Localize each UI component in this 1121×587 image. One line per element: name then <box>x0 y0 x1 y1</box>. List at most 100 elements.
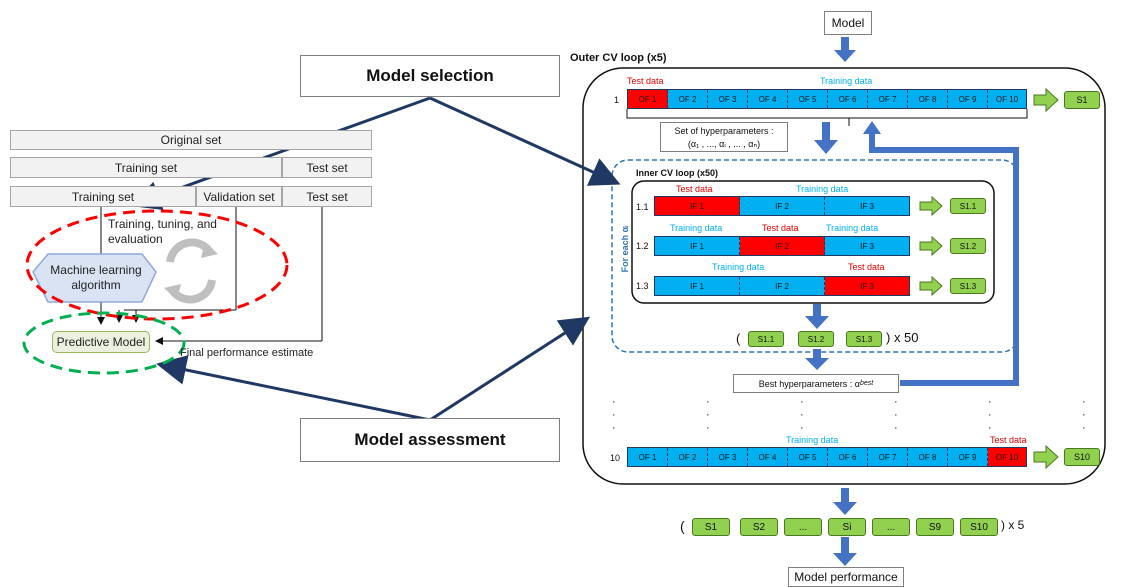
inner-2-training-label-a: Training data <box>670 223 723 233</box>
outer-fold-7: OF 7 <box>868 90 908 108</box>
final-result-2: S2 <box>740 518 778 536</box>
original-set-bar: Original set <box>10 130 372 150</box>
outer-cv-loop-frame <box>582 67 1106 485</box>
outer-test-data-label: Test data <box>627 76 664 86</box>
inner-row-2: IF 1 IF 2 IF 3 <box>654 236 910 256</box>
inner-row-3: IF 1 IF 2 IF 3 <box>654 276 910 296</box>
inner-1-fold-2: IF 2 <box>740 197 825 215</box>
outer-fold-1: OF 1 <box>628 90 668 108</box>
best-hyperparameters-label: Best hyperparameters : α <box>758 378 860 389</box>
final-result-4: Si <box>828 518 866 536</box>
model-label: Model <box>831 16 865 30</box>
inner-2-training-label-b: Training data <box>826 223 879 233</box>
outer-training-data-label: Training data <box>820 76 873 86</box>
result-s1-1: S1.1 <box>950 198 986 214</box>
validation-set-label: Validation set <box>203 189 275 204</box>
outer-row-1-index: 1 <box>614 95 620 105</box>
outer-10-fold-3: OF 3 <box>708 448 748 466</box>
inner-2-fold-2: IF 2 <box>740 237 825 255</box>
final-open-paren: ( <box>680 518 685 534</box>
inner-1-fold-1: IF 1 <box>655 197 740 215</box>
outer-row-10-index: 10 <box>610 453 621 463</box>
final-performance-estimate: Final performance estimate <box>180 347 314 359</box>
model-selection-label: Model selection <box>366 66 494 85</box>
inner-row-1-index: 1.1 <box>636 202 649 212</box>
inner-3-test-label: Test data <box>848 262 885 272</box>
predictive-model-box: Predictive Model <box>52 331 150 353</box>
result-s1-2: S1.2 <box>950 238 986 254</box>
outer-10-training-label: Training data <box>786 435 839 445</box>
outer-row-1: OF 1 OF 2 OF 3 OF 4 OF 5 OF 6 OF 7 OF 8 … <box>627 89 1027 109</box>
outer-fold-6: OF 6 <box>828 90 868 108</box>
test-set-bar-2: Test set <box>282 186 372 207</box>
model-performance-label: Model performance <box>794 570 898 584</box>
inner-loop-title: Inner CV loop (x50) <box>636 168 719 178</box>
outer-10-fold-8: OF 8 <box>908 448 948 466</box>
ml-algorithm-hexagon <box>32 253 157 303</box>
training-set-label-2: Training set <box>71 189 135 204</box>
final-result-7: S10 <box>960 518 998 536</box>
outer-10-fold-6: OF 6 <box>828 448 868 466</box>
outer-10-fold-7: OF 7 <box>868 448 908 466</box>
collect-s1-3: S1.3 <box>846 331 882 347</box>
for-each-alpha-label: For each αᵢ <box>620 225 630 273</box>
inner-2-fold-3: IF 3 <box>825 237 909 255</box>
collect-s1-1: S1.1 <box>748 331 784 347</box>
outer-10-fold-1: OF 1 <box>628 448 668 466</box>
inner-3-fold-1: IF 1 <box>655 277 740 295</box>
final-dashed-ellipse <box>22 311 186 375</box>
outer-10-fold-5: OF 5 <box>788 448 828 466</box>
model-performance-box: Model performance <box>788 567 904 587</box>
ellipsis-dots-col-3: ··· <box>800 396 804 434</box>
outer-10-fold-2: OF 2 <box>668 448 708 466</box>
inner-row-1: IF 1 IF 2 IF 3 <box>654 196 910 216</box>
ellipsis-dots-col-5: ··· <box>988 396 992 434</box>
outer-fold-8: OF 8 <box>908 90 948 108</box>
final-close-paren: ) x 5 <box>1001 518 1025 532</box>
result-s10: S10 <box>1064 448 1100 466</box>
ellipsis-dots-col-6: ··· <box>1082 396 1086 434</box>
model-assessment-label: Model assessment <box>354 430 506 449</box>
final-result-5: ... <box>872 518 910 536</box>
result-s1: S1 <box>1064 91 1100 109</box>
training-set-bar-2: Training set <box>10 186 196 207</box>
inner-3-fold-3: IF 3 <box>825 277 909 295</box>
inner-3-fold-2: IF 2 <box>740 277 825 295</box>
inner-collect-open: ( <box>736 331 741 346</box>
original-set-label: Original set <box>160 133 222 147</box>
ml-algorithm-label: Machine learning algorithm <box>50 263 142 292</box>
test-set-label-2: Test set <box>306 189 348 204</box>
inner-collect-close: ) x 50 <box>886 330 919 345</box>
outer-fold-2: OF 2 <box>668 90 708 108</box>
inner-cv-loop-frame <box>631 180 995 304</box>
hyperparameters-line-2: (α₁ , ..., αᵢ , ... , αₙ) <box>687 139 761 149</box>
outer-fold-3: OF 3 <box>708 90 748 108</box>
inner-1-fold-3: IF 3 <box>825 197 909 215</box>
collect-s1-2: S1.2 <box>798 331 834 347</box>
outer-fold-10: OF 10 <box>988 90 1026 108</box>
best-hyperparameters-subscript: best <box>860 380 874 387</box>
model-box: Model <box>824 11 872 35</box>
inner-1-training-label: Training data <box>796 184 849 194</box>
outer-fold-9: OF 9 <box>948 90 988 108</box>
result-s1-3: S1.3 <box>950 278 986 294</box>
training-set-bar: Training set <box>10 157 282 178</box>
inner-2-fold-1: IF 1 <box>655 237 740 255</box>
training-set-label: Training set <box>114 160 178 175</box>
outer-10-fold-10: OF 10 <box>988 448 1026 466</box>
training-tuning-text: Training, tuning, and evaluation <box>108 217 217 246</box>
test-set-label: Test set <box>306 160 348 175</box>
hyperparameters-set-box: Set of hyperparameters : (α₁ , ..., αᵢ ,… <box>660 122 788 152</box>
outer-loop-title: Outer CV loop (x5) <box>570 52 667 64</box>
inner-3-training-label: Training data <box>712 262 765 272</box>
outer-10-fold-4: OF 4 <box>748 448 788 466</box>
predictive-model-label: Predictive Model <box>56 335 146 349</box>
model-selection-box: Model selection <box>300 55 560 97</box>
ellipsis-dots-col-1: ··· <box>612 396 616 434</box>
outer-row-10: OF 1 OF 2 OF 3 OF 4 OF 5 OF 6 OF 7 OF 8 … <box>627 447 1027 467</box>
inner-2-test-label: Test data <box>762 223 799 233</box>
final-result-1: S1 <box>692 518 730 536</box>
inner-row-3-index: 1.3 <box>636 281 649 291</box>
model-assessment-box: Model assessment <box>300 418 560 462</box>
